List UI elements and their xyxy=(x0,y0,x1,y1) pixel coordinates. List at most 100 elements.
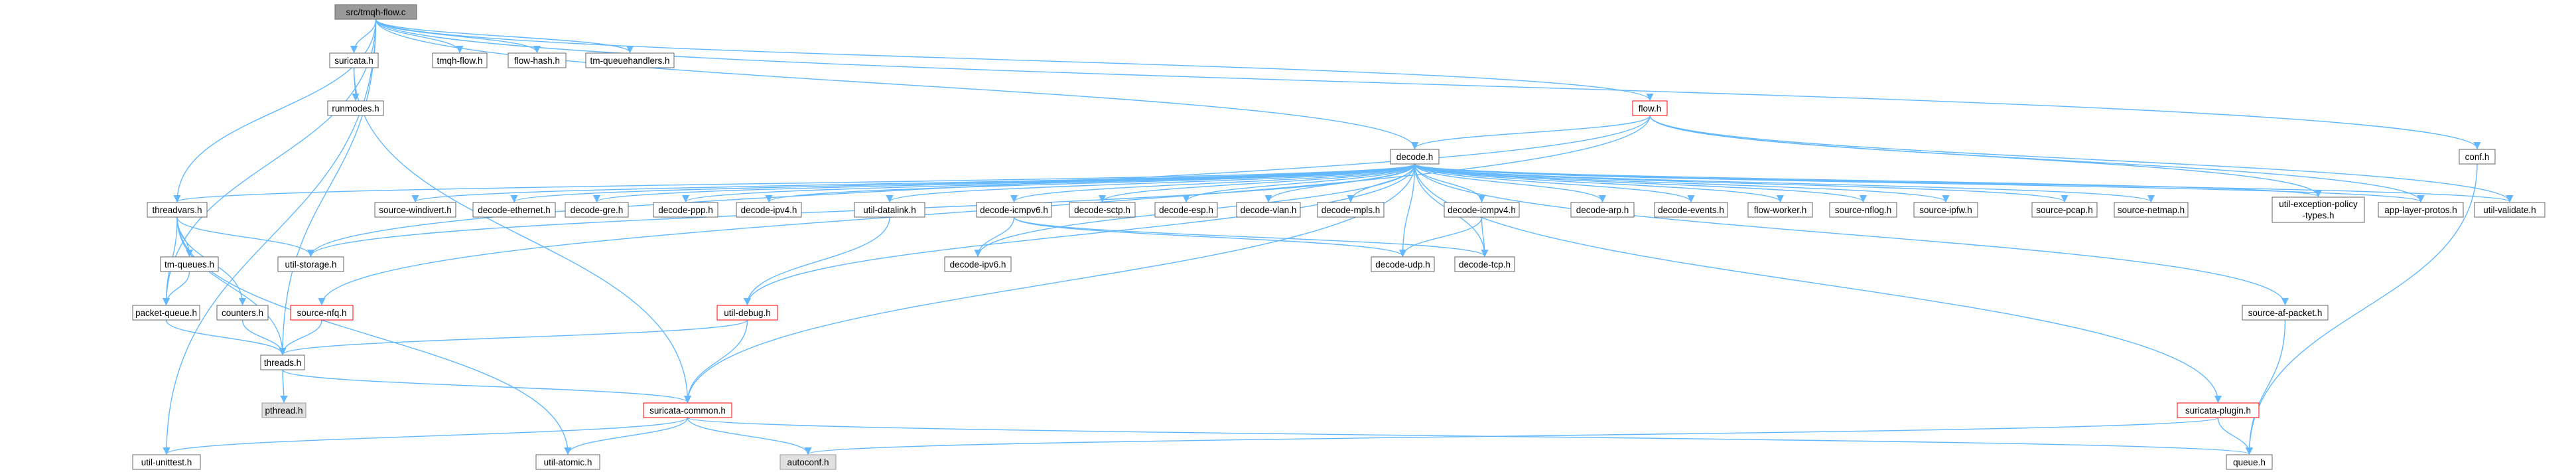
edge-decode-icmpv6-h-to-decode-ipv6-h xyxy=(974,216,1015,258)
node-source-windivert-h[interactable]: source-windivert.h xyxy=(374,202,456,218)
edge-decode-h-to-decode-udp-h xyxy=(1398,163,1416,258)
node-threadvars-h[interactable]: threadvars.h xyxy=(147,202,208,218)
node-util-datalink-h[interactable]: util-datalink.h xyxy=(854,202,925,218)
node-label: source-nfq.h xyxy=(297,308,346,318)
node-label: autoconf.h xyxy=(787,457,829,467)
node-threads-h[interactable]: threads.h xyxy=(260,354,305,370)
node-label: source-windivert.h xyxy=(379,205,452,215)
node-root[interactable]: src/tmqh-flow.c xyxy=(334,4,417,20)
node-label: decode-icmpv6.h xyxy=(980,205,1048,215)
edge-decode-h-to-decode-ipv4-h xyxy=(765,163,1416,203)
node-decode-ipv4-h[interactable]: decode-ipv4.h xyxy=(736,202,802,218)
node-label: decode.h xyxy=(1396,152,1434,162)
edge-decode-h-to-suricata-common-h xyxy=(683,163,1416,404)
node-source-pcap-h[interactable]: source-pcap.h xyxy=(2031,202,2098,218)
node-decode-ipv6-h[interactable]: decode-ipv6.h xyxy=(944,256,1012,272)
node-box xyxy=(2114,202,2189,218)
node-label: runmodes.h xyxy=(332,104,379,114)
node-box xyxy=(160,256,219,272)
node-runmodes-h[interactable]: runmodes.h xyxy=(327,100,384,116)
edge-suricata-common-h-to-queue-h xyxy=(687,417,2253,455)
node-util-exception-policy-types-h[interactable]: util-exception-policy-types.h xyxy=(2271,197,2365,223)
edge-suricata-common-h-to-util-atomic-h xyxy=(564,417,689,455)
node-util-storage-h[interactable]: util-storage.h xyxy=(277,256,344,272)
node-decode-icmpv4-h[interactable]: decode-icmpv4.h xyxy=(1444,202,1520,218)
node-suricata-h[interactable]: suricata.h xyxy=(329,52,379,68)
node-box xyxy=(1236,202,1301,218)
node-label: decode-tcp.h xyxy=(1459,260,1511,270)
node-counters-h[interactable]: counters.h xyxy=(216,305,269,321)
node-label: decode-icmpv4.h xyxy=(1448,205,1516,215)
node-box xyxy=(260,354,305,370)
node-label: decode-ethernet.h xyxy=(478,205,551,215)
edge-threadvars-h-to-util-atomic-h xyxy=(176,216,572,455)
edge-root-to-threadvars-h xyxy=(173,19,377,203)
edge-decode-h-to-source-pcap-h xyxy=(1414,163,2068,203)
node-util-unittest-h[interactable]: util-unittest.h xyxy=(132,454,201,470)
node-tm-queuehandlers-h[interactable]: tm-queuehandlers.h xyxy=(585,52,675,68)
node-box xyxy=(216,305,269,321)
node-decode-ppp-h[interactable]: decode-ppp.h xyxy=(653,202,718,218)
node-util-atomic-h[interactable]: util-atomic.h xyxy=(535,454,600,470)
edge-suricata-plugin-h-to-queue-h xyxy=(2217,417,2254,455)
node-decode-icmpv6-h[interactable]: decode-icmpv6.h xyxy=(976,202,1052,218)
node-conf-h[interactable]: conf.h xyxy=(2459,149,2496,165)
node-label: pthread.h xyxy=(265,406,303,416)
node-source-nfq-h[interactable]: source-nfq.h xyxy=(290,305,354,321)
node-util-debug-h[interactable]: util-debug.h xyxy=(716,305,778,321)
node-label: counters.h xyxy=(222,308,263,318)
node-decode-gre-h[interactable]: decode-gre.h xyxy=(565,202,629,218)
edge-util-debug-h-to-threads-h xyxy=(279,319,748,356)
node-suricata-plugin-h[interactable]: suricata-plugin.h xyxy=(2177,402,2260,418)
node-source-af-packet-h[interactable]: source-af-packet.h xyxy=(2242,305,2329,321)
node-decode-h[interactable]: decode.h xyxy=(1390,149,1440,165)
node-decode-sctp-h[interactable]: decode-sctp.h xyxy=(1069,202,1136,218)
node-decode-esp-h[interactable]: decode-esp.h xyxy=(1154,202,1218,218)
node-decode-events-h[interactable]: decode-events.h xyxy=(1654,202,1728,218)
edges-layer xyxy=(162,19,2514,455)
node-decode-arp-h[interactable]: decode-arp.h xyxy=(1570,202,1635,218)
edge-suricata-common-h-to-util-unittest-h xyxy=(163,417,689,455)
node-decode-udp-h[interactable]: decode-udp.h xyxy=(1371,256,1435,272)
node-source-nflog-h[interactable]: source-nflog.h xyxy=(1829,202,1897,218)
node-label: util-unittest.h xyxy=(141,457,192,467)
node-label: decode-vlan.h xyxy=(1241,205,1297,215)
node-box xyxy=(1632,100,1668,116)
node-label: source-af-packet.h xyxy=(2248,308,2323,318)
node-suricata-common-h[interactable]: suricata-common.h xyxy=(643,402,732,418)
node-label: util-exception-policy xyxy=(2279,199,2358,209)
node-queue-h[interactable]: queue.h xyxy=(2226,454,2273,470)
node-label: source-nflog.h xyxy=(1835,205,1892,215)
edge-decode-h-to-suricata-plugin-h xyxy=(1414,163,2222,404)
node-box xyxy=(1829,202,1897,218)
node-decode-vlan-h[interactable]: decode-vlan.h xyxy=(1236,202,1301,218)
node-box xyxy=(585,52,675,68)
node-tmqh-flow-h[interactable]: tmqh-flow.h xyxy=(432,52,488,68)
edge-flow-h-to-util-validate-h xyxy=(1649,115,2514,203)
node-util-validate-h[interactable]: util-validate.h xyxy=(2474,202,2545,218)
node-box xyxy=(2177,402,2260,418)
node-source-netmap-h[interactable]: source-netmap.h xyxy=(2114,202,2189,218)
edge-suricata-plugin-h-to-autoconf-h xyxy=(805,417,2219,455)
node-app-layer-protos-h[interactable]: app-layer-protos.h xyxy=(2378,202,2464,218)
node-box xyxy=(1154,202,1218,218)
node-decode-mpls-h[interactable]: decode-mpls.h xyxy=(1317,202,1385,218)
edge-decode-icmpv4-h-to-decode-tcp-h xyxy=(1481,216,1489,258)
node-pthread-h[interactable]: pthread.h xyxy=(261,402,306,418)
node-flow-h[interactable]: flow.h xyxy=(1632,100,1668,116)
edge-flow-h-to-decode-h xyxy=(1411,115,1651,150)
node-box xyxy=(976,202,1052,218)
node-decode-tcp-h[interactable]: decode-tcp.h xyxy=(1454,256,1515,272)
edge-suricata-h-to-suricata-common-h xyxy=(353,67,692,404)
node-flow-worker-h[interactable]: flow-worker.h xyxy=(1747,202,1813,218)
node-source-ipfw-h[interactable]: source-ipfw.h xyxy=(1913,202,1978,218)
node-decode-ethernet-h[interactable]: decode-ethernet.h xyxy=(472,202,556,218)
edge-decode-h-to-util-validate-h xyxy=(1414,163,2513,203)
node-flow-hash-h[interactable]: flow-hash.h xyxy=(508,52,567,68)
node-tm-queues-h[interactable]: tm-queues.h xyxy=(160,256,219,272)
node-packet-queue-h[interactable]: packet-queue.h xyxy=(132,305,200,321)
node-box xyxy=(1371,256,1435,272)
node-autoconf-h[interactable]: autoconf.h xyxy=(780,454,837,470)
node-box xyxy=(1444,202,1520,218)
edge-decode-h-to-util-debug-h xyxy=(743,163,1416,306)
